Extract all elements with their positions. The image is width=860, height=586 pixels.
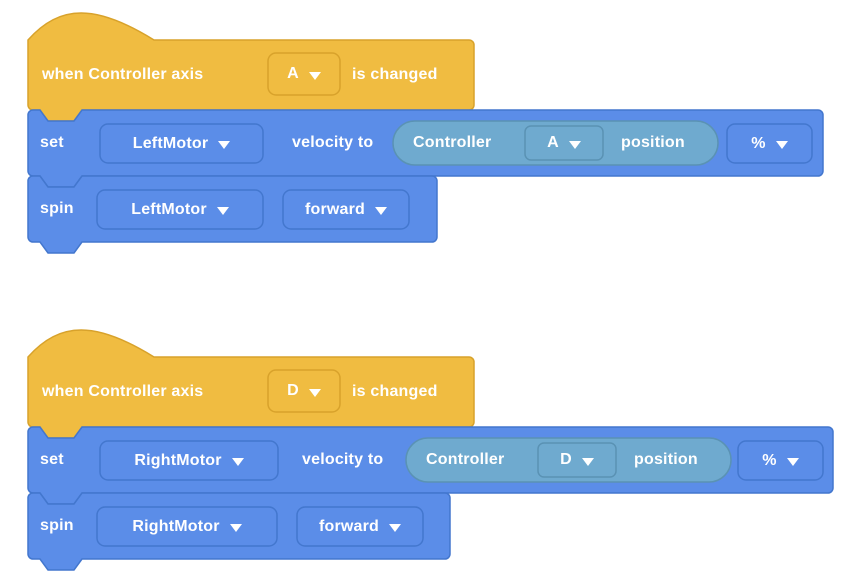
reporter-axis-dropdown[interactable]: A — [525, 126, 603, 160]
reporter-axis-value: D — [560, 451, 572, 468]
set-motor-value: RightMotor — [134, 451, 222, 469]
hat-axis-value: A — [287, 65, 299, 82]
set-motor-dropdown-field — [99, 123, 264, 164]
dropdown-caret-icon — [308, 388, 321, 397]
controller-position-reporter[interactable] — [405, 437, 732, 483]
hat-axis-dropdown-field — [267, 369, 341, 413]
unit-dropdown[interactable]: % — [727, 124, 812, 163]
dropdown-caret-icon — [375, 207, 388, 215]
spin-direction-dropdown[interactable]: forward — [283, 190, 409, 229]
hat-axis-dropdown[interactable]: A — [268, 53, 340, 95]
hat-axis-value: D — [287, 382, 299, 399]
unit-dropdown-field — [726, 123, 813, 164]
spin-direction-value: forward — [304, 200, 366, 218]
dropdown-caret-icon — [308, 71, 321, 80]
spin-direction-dropdown-field — [282, 189, 410, 230]
reporter-axis-dropdown-field — [524, 125, 604, 161]
set-motor-dropdown-field — [99, 440, 279, 481]
spin-motor-dropdown[interactable]: RightMotor — [97, 507, 277, 546]
spin-motor-value: RightMotor — [132, 517, 220, 535]
unit-value: % — [762, 451, 777, 469]
controller-position-reporter[interactable] — [392, 120, 719, 166]
set-motor-value: LeftMotor — [132, 134, 209, 152]
hat-axis-dropdown-field — [267, 52, 341, 96]
dropdown-caret-icon — [389, 524, 402, 532]
spin-direction-value: forward — [318, 517, 380, 535]
reporter-axis-value: A — [547, 134, 559, 151]
spin-motor-dropdown[interactable]: LeftMotor — [97, 190, 263, 229]
set-motor-dropdown[interactable]: RightMotor — [100, 441, 278, 480]
dropdown-caret-icon — [229, 524, 242, 532]
dropdown-caret-icon — [218, 141, 231, 149]
unit-dropdown-field — [737, 440, 824, 481]
reporter-axis-dropdown-field — [537, 442, 617, 478]
spin-block[interactable] — [27, 175, 438, 254]
dropdown-caret-icon — [231, 458, 244, 466]
set-motor-dropdown[interactable]: LeftMotor — [100, 124, 263, 163]
hat-block-when-controller-axis[interactable] — [27, 12, 475, 122]
spin-motor-dropdown-field — [96, 506, 278, 547]
dropdown-caret-icon — [216, 207, 229, 215]
dropdown-caret-icon — [786, 458, 799, 466]
unit-dropdown[interactable]: % — [738, 441, 823, 480]
reporter-axis-dropdown[interactable]: D — [538, 443, 616, 477]
dropdown-caret-icon — [568, 140, 581, 149]
unit-value: % — [751, 134, 766, 152]
spin-motor-dropdown-field — [96, 189, 264, 230]
spin-direction-dropdown[interactable]: forward — [297, 507, 423, 546]
spin-direction-dropdown-field — [296, 506, 424, 547]
dropdown-caret-icon — [775, 141, 788, 149]
hat-axis-dropdown[interactable]: D — [268, 370, 340, 412]
spin-motor-value: LeftMotor — [131, 200, 207, 218]
dropdown-caret-icon — [581, 457, 594, 466]
hat-block-when-controller-axis[interactable] — [27, 329, 475, 439]
